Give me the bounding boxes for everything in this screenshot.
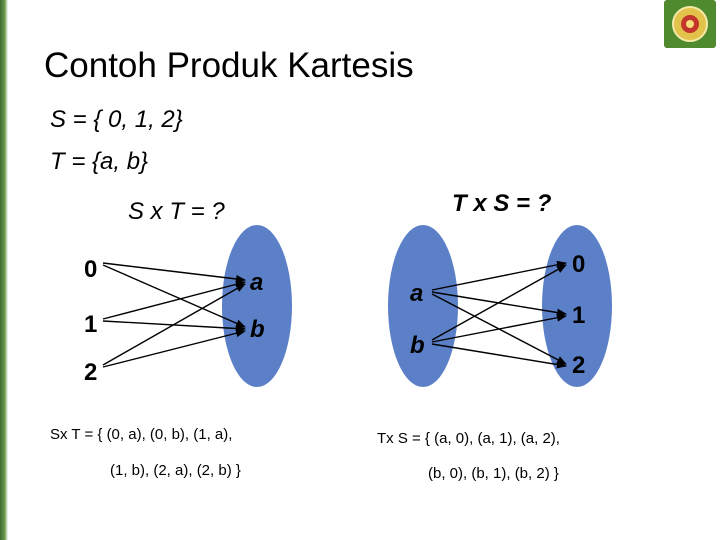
right-codomain-0: 0: [572, 251, 585, 278]
result-sxt-line1: Sx T = { (0, a), (0, b), (1, a),: [50, 426, 233, 443]
left-codomain-a: a: [250, 269, 263, 296]
arrow-a-0: [431, 260, 567, 291]
codomain-ellipse-t: [222, 225, 292, 387]
left-domain-0: 0: [84, 256, 97, 283]
arrow-b-0: [431, 264, 567, 341]
left-domain-2: 2: [84, 359, 97, 386]
right-codomain-2: 2: [572, 352, 585, 379]
right-codomain-1: 1: [572, 302, 585, 329]
domain-ellipse-t: [388, 225, 458, 387]
question-txs: T x S = ?: [452, 190, 552, 217]
arrow-0-a: [102, 262, 246, 283]
slide-accent-bar: [0, 0, 8, 540]
university-logo: [664, 0, 716, 48]
arrow-2-a: [102, 283, 246, 366]
right-domain-b: b: [410, 332, 425, 359]
arrow-2-b: [102, 329, 246, 368]
arrow-1-a: [102, 280, 246, 320]
left-codomain-b: b: [250, 316, 265, 343]
slide-title: Contoh Produk Kartesis: [44, 46, 414, 85]
set-s-definition: S = { 0, 1, 2}: [50, 106, 183, 133]
result-txs-line2: (b, 0), (b, 1), (b, 2) }: [428, 465, 559, 482]
result-txs-line1: Tx S = { (a, 0), (a, 1), (a, 2),: [377, 430, 560, 447]
set-t-definition: T = {a, b}: [50, 148, 149, 175]
arrow-0-b: [102, 264, 246, 328]
question-sxt: S x T = ?: [128, 198, 225, 225]
arrow-b-1: [431, 313, 567, 343]
result-sxt-line2: (1, b), (2, a), (2, b) }: [110, 462, 241, 479]
left-domain-1: 1: [84, 311, 97, 338]
right-domain-a: a: [410, 280, 423, 307]
arrow-b-2: [431, 343, 567, 369]
